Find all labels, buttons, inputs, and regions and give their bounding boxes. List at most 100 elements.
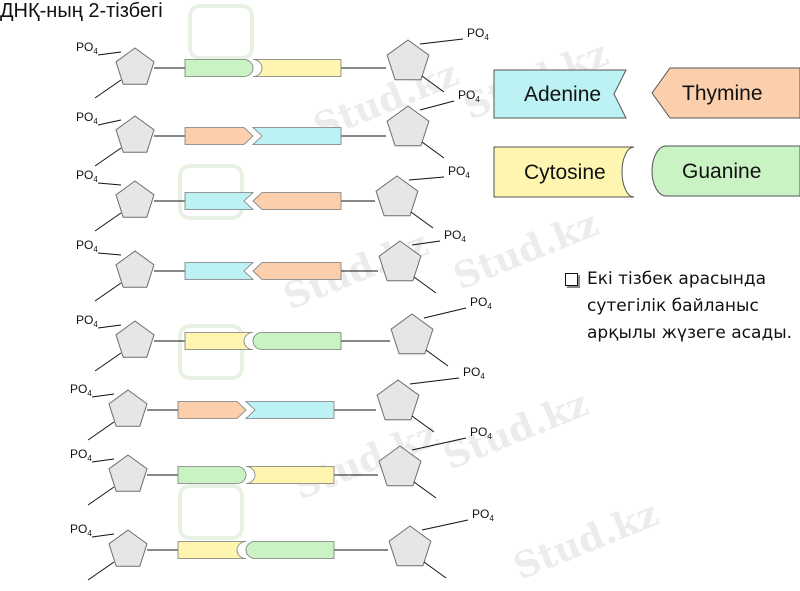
phosphate-label: PO4 (470, 425, 492, 441)
backbone-bond (421, 141, 445, 159)
phosphate-label: PO4 (444, 228, 466, 244)
phosphate-bond (419, 100, 455, 111)
phosphate-label: PO4 (76, 40, 98, 56)
phosphate-label: PO4 (76, 238, 98, 254)
backbone-bond (94, 352, 122, 372)
phosphate-bond (423, 307, 467, 319)
deoxyribose-sugar-icon (376, 379, 420, 421)
deoxyribose-sugar-icon (378, 445, 422, 487)
backbone-bond (94, 212, 122, 232)
backbone-bond (87, 486, 115, 506)
legend-item-cytosine: Cytosine (493, 146, 635, 198)
legend-label: Cytosine (524, 161, 606, 184)
phosphate-bond (409, 377, 460, 385)
deoxyribose-sugar-icon (115, 180, 155, 218)
nucleobase-guanine (252, 332, 342, 350)
nucleobase-thymine (177, 401, 247, 419)
nucleobase-cytosine (252, 59, 342, 77)
phosphate-label: PO4 (458, 88, 480, 104)
backbone-bond (94, 147, 122, 167)
legend-item-adenine: Adenine (493, 69, 627, 119)
phosphate-bond (411, 437, 467, 451)
backbone-bond (423, 561, 447, 579)
watermark-text: Stud.kz (438, 382, 595, 478)
nucleobase-cytosine (177, 541, 247, 559)
watermark-logo-icon (178, 324, 244, 380)
phosphate-label: PO4 (70, 382, 92, 398)
nucleobase-thymine (184, 127, 254, 145)
deoxyribose-sugar-icon (375, 175, 419, 217)
phosphate-bond (91, 533, 115, 538)
phosphate-label: PO4 (448, 164, 470, 180)
phosphate-bond (97, 51, 122, 56)
deoxyribose-sugar-icon (115, 250, 155, 288)
nucleobase-thymine (252, 192, 342, 210)
backbone-bond (94, 79, 122, 99)
backbone-bond (87, 421, 115, 441)
legend-label: Guanine (682, 160, 761, 183)
phosphate-bond (411, 240, 441, 246)
legend-swatch (651, 67, 800, 119)
deoxyribose-sugar-icon (378, 240, 422, 282)
deoxyribose-sugar-icon (115, 320, 155, 358)
phosphate-label: PO4 (467, 26, 489, 42)
deoxyribose-sugar-icon (115, 115, 155, 153)
phosphate-bond (97, 252, 122, 256)
watermark-logo-icon (178, 164, 244, 220)
nucleobase-adenine (184, 262, 255, 280)
deoxyribose-sugar-icon (390, 313, 434, 355)
backbone-bond (425, 349, 449, 367)
nucleobase-cytosine (245, 466, 335, 484)
deoxyribose-sugar-icon (388, 525, 432, 567)
legend-label: Thymine (682, 82, 763, 105)
phosphate-label: PO4 (70, 522, 92, 538)
nucleobase-adenine (244, 401, 335, 419)
legend-swatch (493, 69, 627, 119)
nucleobase-guanine (245, 541, 335, 559)
base-pair-row: PO4 PO4 (76, 164, 470, 232)
phosphate-bond (91, 393, 115, 398)
phosphate-bond (91, 458, 115, 463)
checkbox-bullet-icon (565, 273, 578, 286)
phosphate-label: PO4 (70, 447, 92, 463)
backbone-bond (411, 415, 435, 433)
nucleobase-thymine (252, 262, 342, 280)
watermark-logo-icon (178, 484, 244, 540)
nucleobase-cytosine (184, 332, 254, 350)
phosphate-bond (97, 182, 122, 186)
deoxyribose-sugar-icon (386, 105, 430, 147)
legend-swatch (651, 145, 800, 197)
deoxyribose-sugar-icon (108, 529, 148, 567)
backbone-bond (410, 211, 434, 229)
phosphate-label: PO4 (76, 313, 98, 329)
phosphate-bond (421, 519, 469, 531)
backbone-bond (421, 75, 445, 93)
dna-strands: PO4PO4PO4PO4PO4PO4PO4PO4PO4PO4PO4PO4PO4P… (70, 26, 494, 581)
deoxyribose-sugar-icon (386, 39, 430, 81)
watermark-text: Stud.kz (288, 412, 445, 508)
legend-swatch (493, 146, 635, 198)
deoxyribose-sugar-icon (115, 47, 155, 85)
phosphate-label: PO4 (76, 168, 98, 184)
backbone-bond (87, 561, 115, 581)
phosphate-bond (97, 324, 122, 329)
phosphate-label: PO4 (470, 295, 492, 311)
nucleobase-adenine (184, 192, 255, 210)
nucleobase-guanine (184, 59, 254, 77)
legend-item-thymine: Thymine (651, 67, 800, 119)
backbone-bond (94, 282, 122, 302)
nucleobase-guanine (177, 466, 247, 484)
phosphate-label: PO4 (472, 507, 494, 523)
phosphate-bond (97, 119, 122, 126)
watermark-text: Stud.kz (508, 492, 665, 588)
legend-label: Adenine (524, 83, 601, 106)
phosphate-label: PO4 (463, 365, 485, 381)
